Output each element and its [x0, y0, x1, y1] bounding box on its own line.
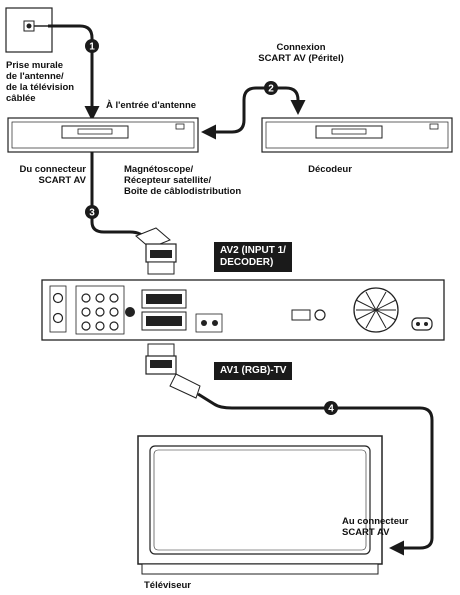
svg-text:3: 3 [89, 208, 95, 219]
antenna-input-label: À l'entrée d'antenne [106, 100, 197, 111]
wall-outlet [5, 7, 53, 53]
vcr-satellite-device [7, 117, 199, 153]
cable-1 [48, 24, 100, 121]
av1-tag: AV1 (RGB)-TV [214, 362, 293, 380]
from-connector-label: Du connecteur SCART AV [19, 164, 86, 186]
decoder-label: Décodeur [308, 164, 352, 175]
vcr-satellite-label: Magnétoscope/ Récepteur satellite/ Boîte… [124, 164, 242, 197]
to-connector-label: Au connecteur SCART AV [342, 516, 409, 538]
scart-plug-av1 [145, 343, 201, 399]
step-badge-2: 2 [264, 81, 278, 95]
cable-2 [201, 86, 306, 140]
step-badge-4: 4 [324, 401, 338, 415]
cable-4 [197, 392, 434, 556]
wall-outlet-label: Prise murale de l'antenne/ de la télévis… [6, 60, 75, 104]
step-badge-3: 3 [85, 205, 99, 219]
svg-text:1: 1 [89, 42, 95, 53]
scart-connexion-label: Connexion SCART AV (Péritel) [258, 42, 344, 64]
svg-text:2: 2 [268, 84, 274, 95]
scart-plug-av2 [135, 227, 177, 275]
television [137, 435, 383, 575]
tv-label: Téléviseur [144, 580, 191, 591]
cooling-fan [353, 287, 399, 333]
decoder-device [261, 117, 453, 153]
step-badge-1: 1 [85, 39, 99, 53]
svg-text:4: 4 [328, 404, 334, 415]
recorder-back-panel [41, 279, 445, 341]
av2-tag: AV2 (INPUT 1/ DECODER) [214, 242, 292, 272]
